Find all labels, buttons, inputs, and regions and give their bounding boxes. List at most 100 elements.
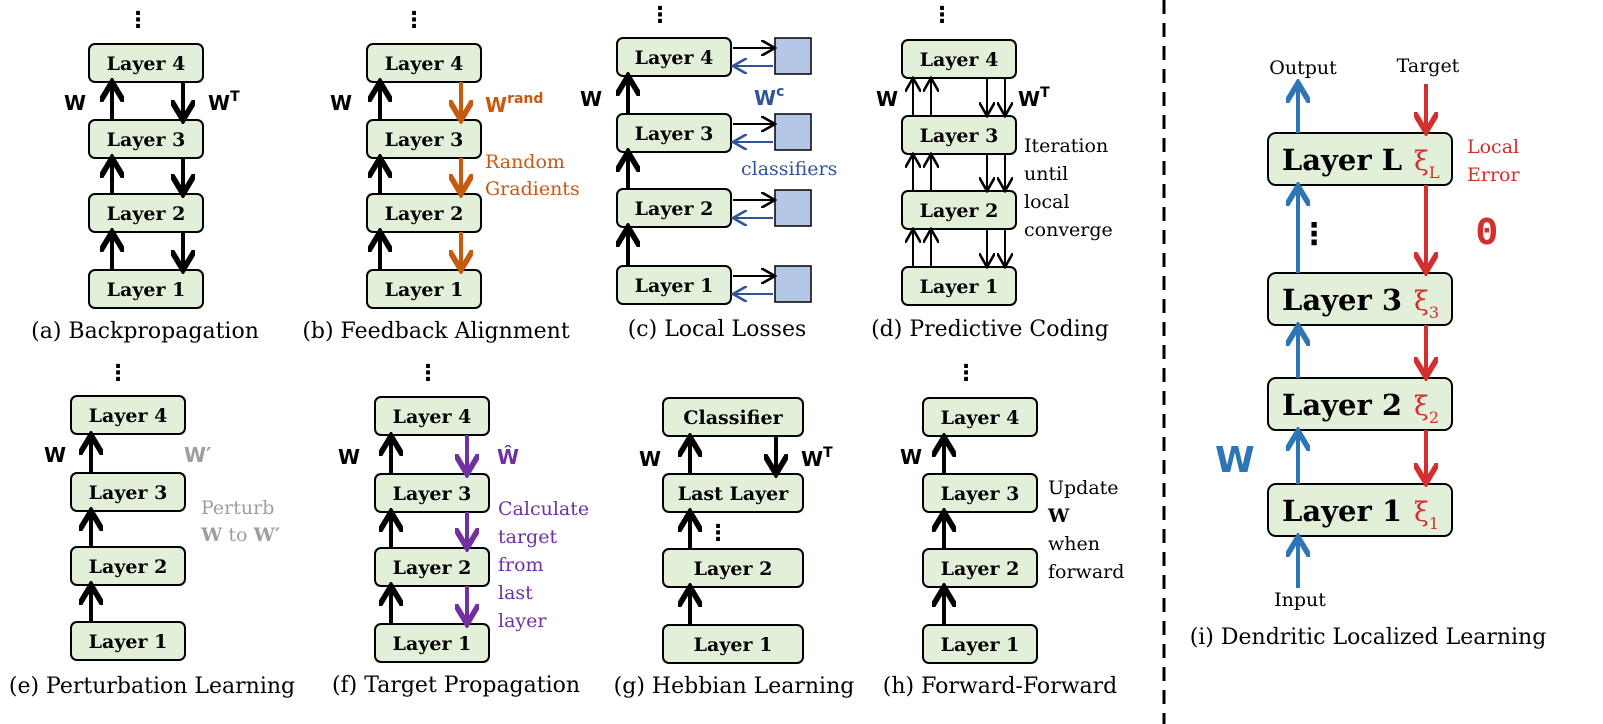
layer-label: Layer 1 [920, 276, 999, 298]
layer-box [88, 269, 204, 309]
classifier-square [774, 265, 812, 303]
layer-label: Layer 4 [393, 406, 472, 428]
local-error-symbol: ξ2 [1414, 391, 1439, 427]
layer-box [616, 265, 732, 305]
panel-d-predictive-coding: ⋮ Layer 4 Layer 3 Layer 2 Layer 1 W WT I… [871, 3, 1113, 342]
layer-box [366, 43, 482, 83]
panel-caption: (g) Hebbian Learning [614, 674, 855, 699]
classifier-square [774, 37, 812, 75]
layer-label: Layer 3 [1282, 283, 1402, 317]
continuation-dots: ⋮ [417, 361, 439, 386]
classifier-square [774, 113, 812, 151]
layer-box [662, 548, 804, 588]
note-text: Gradients [485, 178, 580, 200]
weight-transpose-label: WT [208, 89, 240, 115]
layer-box [88, 43, 204, 83]
weight-label: W [330, 91, 352, 115]
continuation-dots: ⋮ [1299, 217, 1329, 252]
continuation-dots: ⋮ [403, 8, 425, 33]
layer-box [70, 621, 186, 661]
note-text: until [1024, 163, 1068, 185]
layer-label: Layer 1 [393, 633, 472, 655]
output-label: Output [1269, 57, 1337, 79]
weight-label: W [338, 445, 360, 469]
layer-label: Layer 2 [1282, 388, 1402, 422]
layer-box [366, 119, 482, 159]
layer-box [1267, 483, 1453, 537]
layer-label: Layer L [1282, 143, 1402, 177]
continuation-dots: ⋮ [707, 521, 729, 546]
weight-label: W [876, 87, 898, 111]
panel-caption: (d) Predictive Coding [871, 317, 1109, 342]
panel-caption: (h) Forward-Forward [883, 674, 1118, 699]
layer-label: Layer 2 [694, 558, 773, 580]
weight-label: W [639, 447, 661, 471]
layer-label: Layer 3 [920, 125, 999, 147]
layer-box [1267, 132, 1453, 186]
panel-b-feedback-alignment: ⋮ Layer 4 Layer 3 Layer 2 Layer 1 W Wran… [302, 8, 579, 344]
layer-box [1267, 377, 1453, 431]
layer-label: Layer 4 [635, 47, 714, 69]
panel-e-perturbation-learning: ⋮ Layer 4 Layer 3 Layer 2 Layer 1 W W′ P… [9, 361, 295, 699]
continuation-dots: ⋮ [127, 8, 149, 33]
classifier-box [662, 397, 804, 437]
weight-label: W [64, 91, 86, 115]
layer-label: Layer 4 [920, 49, 999, 71]
layer-label: Layer 4 [89, 405, 168, 427]
layer-label: Layer 2 [89, 556, 168, 578]
note-text: target [498, 526, 557, 548]
panel-caption: (a) Backpropagation [31, 319, 259, 344]
panel-caption: (b) Feedback Alignment [302, 319, 570, 344]
perturbed-weight-label: W′ [184, 443, 211, 467]
note-text: local [1024, 191, 1070, 213]
local-error-symbol: ξ3 [1414, 286, 1439, 322]
note-text: last [498, 582, 533, 604]
layer-box [374, 623, 490, 663]
weight-transpose-label: WT [801, 445, 833, 471]
layer-label: Layer 3 [385, 129, 464, 151]
layer-label: Layer 1 [107, 279, 186, 301]
note-text: layer [498, 610, 547, 632]
local-error-symbol: ξL [1414, 146, 1440, 182]
weight-c-label: Wc [754, 84, 784, 110]
note-text: Perturb [201, 497, 274, 519]
layer-label: Classifier [683, 407, 783, 429]
weight-label: W [1215, 440, 1255, 481]
theta-label: Θ [1476, 212, 1498, 253]
layer-label: Layer 1 [385, 279, 464, 301]
layer-label: Layer 4 [385, 53, 464, 75]
note-text: Update [1048, 477, 1119, 499]
note-text: Random [485, 151, 565, 173]
layer-label: Layer 2 [920, 200, 999, 222]
layer-label: Layer 1 [89, 631, 168, 653]
panel-caption: (i) Dendritic Localized Learning [1190, 625, 1547, 650]
layer-label: Layer 4 [107, 53, 186, 75]
layer-box [616, 188, 732, 228]
layer-box [374, 547, 490, 587]
weight-label: W [44, 443, 66, 467]
layer-box [374, 473, 490, 513]
panel-caption: (c) Local Losses [628, 317, 807, 342]
layer-box [662, 624, 804, 664]
note-text: W [1047, 505, 1070, 527]
layer-box [616, 113, 732, 153]
panel-f-target-propagation: ⋮ Layer 4 Layer 3 Layer 2 Layer 1 W Ŵ Ca… [332, 361, 589, 698]
note-text: from [498, 554, 544, 576]
layer-box [922, 624, 1038, 664]
layer-box [70, 546, 186, 586]
layer-box [922, 397, 1038, 437]
local-error-label: Error [1467, 164, 1520, 186]
input-label: Input [1274, 589, 1326, 611]
layer-box [616, 37, 732, 77]
continuation-dots: ⋮ [649, 3, 671, 28]
note-text: forward [1048, 561, 1124, 583]
note-text: Calculate [498, 498, 589, 520]
panel-caption: (e) Perturbation Learning [9, 674, 295, 699]
layer-box [922, 473, 1038, 513]
layer-box [901, 266, 1017, 306]
panel-caption: (f) Target Propagation [332, 673, 580, 698]
layer-label: Layer 3 [941, 483, 1020, 505]
panel-g-hebbian-learning: Classifier Last Layer Layer 2 Layer 1 ⋮ … [614, 397, 855, 699]
layer-label: Layer 1 [694, 634, 773, 656]
local-error-symbol: ξ1 [1414, 497, 1439, 533]
